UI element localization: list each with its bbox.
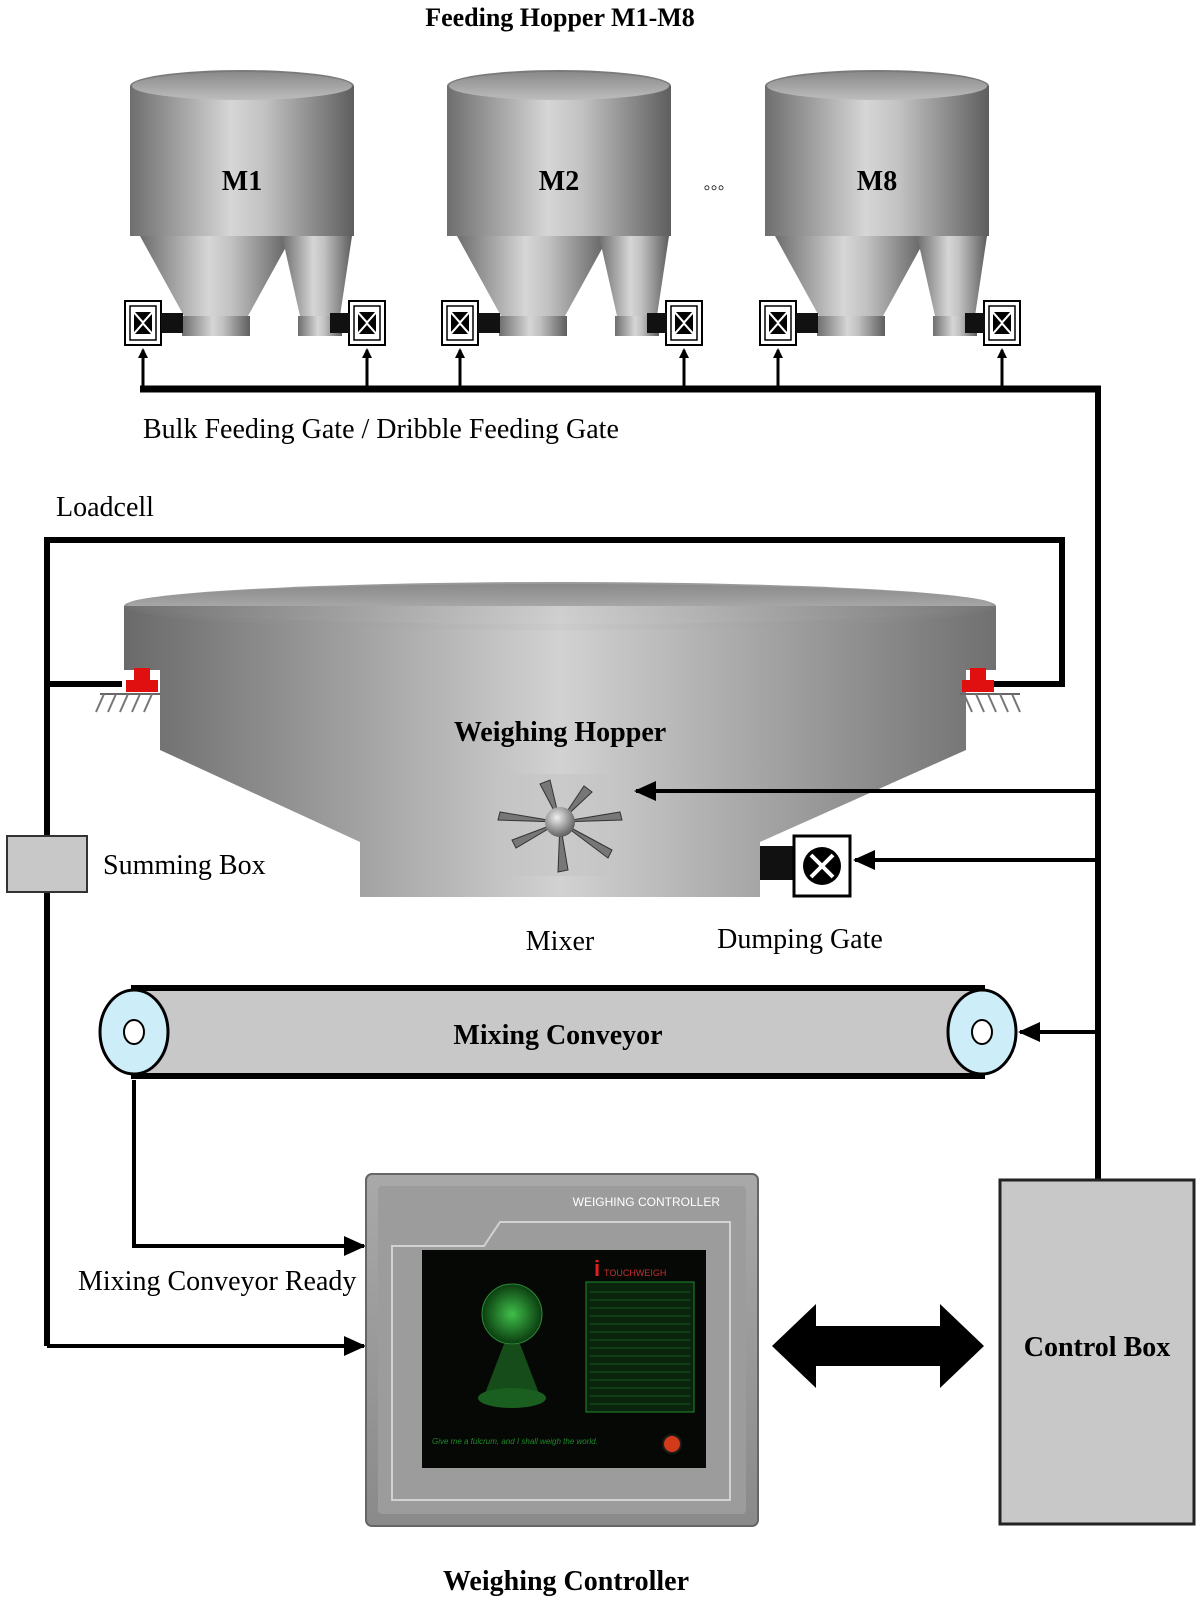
feeding-hopper-m8: M8 xyxy=(765,70,989,336)
screen-data-panel xyxy=(585,1281,695,1413)
brand-i: i xyxy=(594,1256,600,1281)
dribble-gate-m8-icon xyxy=(983,300,1021,346)
dumping-gate-icon xyxy=(760,834,852,898)
mixing-conveyor: Mixing Conveyor xyxy=(98,985,1018,1079)
feeding-hopper-title: Feeding Hopper M1-M8 xyxy=(425,3,695,32)
controller-header: WEIGHING CONTROLLER xyxy=(573,1195,721,1209)
summing-box xyxy=(6,835,88,893)
hopper-label: M8 xyxy=(857,166,897,197)
weighing-hopper: Weighing Hopper xyxy=(124,582,996,897)
screen-data-grid xyxy=(590,1291,690,1405)
controller-controlbox-link xyxy=(772,1304,984,1388)
feeding-hopper-m2: M2 xyxy=(447,70,671,336)
gate-control-lines xyxy=(138,348,1101,1180)
ellipsis-dots: ◦◦◦ xyxy=(703,177,724,199)
globe-beam-icon xyxy=(484,1344,540,1396)
bulk-gate-m1-icon xyxy=(124,300,162,346)
mixing-conveyor-ready-label: Mixing Conveyor Ready xyxy=(78,1266,356,1297)
ladybug-icon xyxy=(662,1434,682,1454)
loadcell-label: Loadcell xyxy=(56,492,154,523)
globe-base-icon xyxy=(478,1388,546,1408)
brand-name: TOUCHWEIGH xyxy=(604,1268,666,1278)
dribble-gate-m1-icon xyxy=(348,300,386,346)
mixer-label: Mixer xyxy=(526,926,595,957)
control-box: Control Box xyxy=(998,1178,1196,1526)
bulk-gate-m2-icon xyxy=(441,300,479,346)
control-box-label: Control Box xyxy=(1024,1332,1171,1363)
gates-label: Bulk Feeding Gate / Dribble Feeding Gate xyxy=(143,414,619,445)
bulk-gate-m8-icon xyxy=(759,300,797,346)
summing-box-label: Summing Box xyxy=(103,850,266,881)
feeding-gates xyxy=(124,300,1021,346)
weighing-hopper-label: Weighing Hopper xyxy=(454,717,666,748)
dribble-gate-m2-icon xyxy=(665,300,703,346)
feeding-hopper-m1: M1 xyxy=(130,70,354,336)
hopper-label: M1 xyxy=(222,166,262,197)
globe-icon xyxy=(481,1283,543,1345)
control-arrows xyxy=(634,781,1098,1042)
weighing-controller-label: Weighing Controller xyxy=(443,1566,689,1597)
hopper-label: M2 xyxy=(539,166,579,197)
loadcell-left-icon xyxy=(95,668,160,713)
loadcell-right-icon xyxy=(960,668,1021,713)
weighing-controller-device: WEIGHING CONTROLLER i TOUCHWEIGH Give me… xyxy=(365,1173,759,1527)
mixer-icon xyxy=(496,774,624,876)
loadcell-wiring xyxy=(44,537,1065,1346)
screen-tagline: Give me a fulcrum, and I shall weigh the… xyxy=(432,1437,598,1446)
mixing-conveyor-label: Mixing Conveyor xyxy=(453,1020,662,1051)
dumping-gate-label: Dumping Gate xyxy=(717,924,883,955)
conveyor-ready-line xyxy=(47,1080,366,1356)
